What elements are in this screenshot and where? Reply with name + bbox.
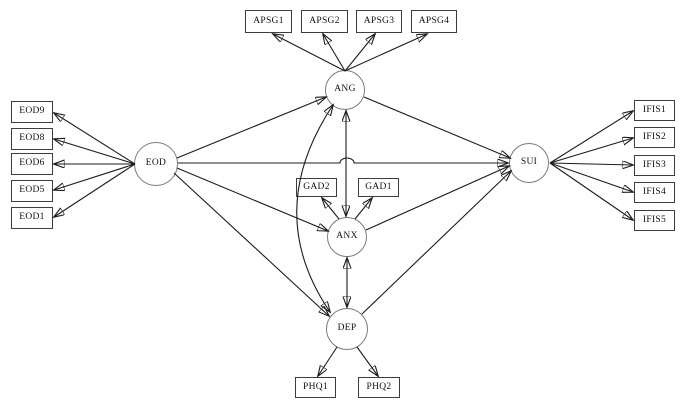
indicator-apsg3: APSG3: [356, 10, 402, 33]
indicator-apsg2: APSG2: [301, 10, 348, 33]
indicator-phq2: PHQ2: [358, 377, 400, 398]
indicator-gad2: GAD2: [296, 178, 337, 197]
path-ang-apsg2: [323, 34, 346, 72]
indicator-apsg4: APSG4: [411, 10, 457, 33]
indicator-gad1: GAD1: [358, 178, 399, 197]
indicator-ifis1: IFIS1: [634, 100, 675, 121]
latent-sui: SUI: [509, 143, 549, 183]
path-eod-sui: [178, 157, 508, 163]
indicator-eod8: EOD8: [11, 128, 53, 150]
path-ang-apsg3: [344, 34, 375, 72]
path-eod-eod8: [54, 139, 136, 165]
indicator-ifis4: IFIS4: [634, 182, 675, 203]
indicator-apsg1: APSG1: [245, 10, 292, 33]
path-eod-eod5: [54, 163, 136, 190]
indicator-eod9: EOD9: [11, 101, 53, 123]
path-sui-ifis4: [549, 162, 633, 192]
path-anx-sui: [365, 166, 509, 231]
path-sui-ifis2: [549, 138, 633, 164]
indicator-eod5: EOD5: [11, 180, 53, 202]
path-sui-ifis3: [549, 163, 633, 165]
latent-ang: ANG: [325, 70, 365, 110]
path-ang-apsg4: [344, 34, 427, 72]
path-eod-eod9: [54, 113, 136, 165]
path-dep-phq2: [356, 346, 378, 376]
path-ang-sui: [363, 96, 510, 158]
path-eod-ang: [176, 97, 326, 159]
latent-eod: EOD: [134, 142, 178, 186]
path-eod-eod1: [54, 163, 136, 217]
path-dep-phq1: [318, 346, 338, 376]
path-sui-ifis1: [549, 111, 633, 164]
latent-anx: ANX: [327, 217, 367, 257]
path-anx-gad2: [322, 198, 340, 220]
indicator-eod6: EOD6: [11, 153, 53, 175]
covariance-ang-dep-arc: [296, 105, 333, 312]
indicator-ifis2: IFIS2: [634, 127, 675, 148]
latent-dep: DEP: [326, 308, 368, 350]
indicator-phq1: PHQ1: [295, 377, 336, 398]
path-ang-apsg1: [273, 34, 346, 72]
indicator-ifis5: IFIS5: [634, 210, 675, 231]
path-anx-gad1: [354, 198, 372, 220]
path-sui-ifis5: [549, 162, 633, 220]
indicator-ifis3: IFIS3: [634, 155, 675, 176]
indicator-eod1: EOD1: [11, 207, 53, 229]
